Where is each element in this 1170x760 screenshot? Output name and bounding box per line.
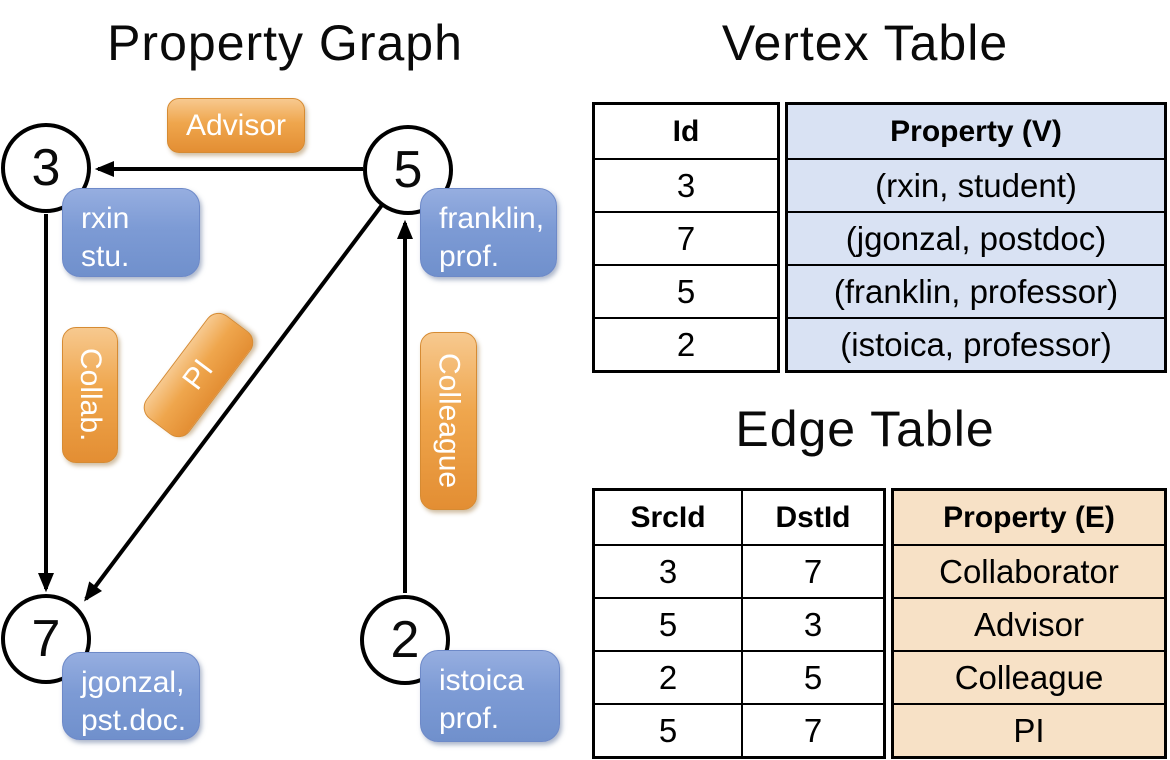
edge-label-colleague: Colleague (420, 332, 477, 510)
edge-table-dstid-header: DstId (741, 491, 883, 544)
node-3-id: 3 (31, 139, 61, 197)
edge-table-src-cell: 2 (658, 658, 678, 696)
node-2-property-box: istoica prof. (420, 650, 560, 742)
graph-edges-svg (38, 161, 413, 602)
node-7-property-line2: pst.doc. (81, 704, 187, 737)
node-2-id: 2 (390, 611, 420, 669)
vertex-table-property-cell: (rxin, student) (788, 158, 1164, 211)
vertex-table-property-cell: (istoica, professor) (788, 317, 1164, 370)
edge-label-advisor: Advisor (167, 98, 305, 153)
edge-table-dst-cell: 7 (741, 546, 883, 597)
node-5-id: 5 (393, 141, 423, 199)
edge-table-src-cell: 5 (658, 605, 678, 643)
node-7-property-box: jgonzal, pst.doc. (62, 652, 200, 740)
vertex-table-property-cell: (franklin, professor) (788, 264, 1164, 317)
edge-table-dst-cell: 7 (741, 705, 883, 756)
vertex-table-title: Vertex Table (721, 15, 1009, 71)
node-3-property-line1: rxin (81, 202, 130, 235)
vertex-table-id-cell: 5 (595, 264, 777, 317)
edge-table-title: Edge Table (735, 401, 995, 457)
edge-table-src-cell: 5 (658, 711, 678, 749)
edge-label-collab: Collab. (62, 327, 118, 463)
node-5-property-box: franklin, prof. (420, 188, 557, 277)
vertex-table-property-header: Property (V) (890, 114, 1062, 148)
node-3-property-box: rxin stu. (62, 188, 200, 277)
node-7-property-line1: jgonzal, (81, 666, 185, 699)
edge-table-property-column: Property (E) Collaborator Advisor Collea… (891, 488, 1167, 759)
vertex-table-id-cell: 7 (595, 211, 777, 264)
edge-table-dst-cell: 3 (741, 599, 883, 650)
edge-table-src-cell: 3 (658, 552, 678, 590)
node-2-property-line2: prof. (439, 702, 500, 735)
vertex-table-id-column: Id 3 7 5 2 (592, 102, 780, 373)
edge-table-property-cell: Advisor (894, 597, 1164, 650)
edge-table-property-cell: Colleague (894, 650, 1164, 703)
vertex-table-id-header: Id (672, 114, 700, 148)
edge-pi-5-to-7 (84, 203, 384, 602)
edge-table-srcid-header: SrcId (630, 500, 706, 534)
edge-table-dst-cell: 5 (741, 652, 883, 703)
graph-node-2: 2 (360, 595, 450, 685)
vertex-table-id-cell: 2 (595, 317, 777, 370)
node-5-property-line1: franklin, (439, 202, 545, 235)
edge-table-property-cell: PI (894, 703, 1164, 756)
node-3-property-line2: stu. (81, 240, 130, 273)
edge-table-property-cell: Collaborator (894, 544, 1164, 597)
node-7-id: 7 (31, 610, 61, 668)
graph-node-5: 5 (363, 125, 453, 215)
vertex-table-property-column: Property (V) (rxin, student) (jgonzal, p… (785, 102, 1167, 373)
edge-table-id-columns: SrcId DstId 3 7 5 3 2 5 5 7 (592, 488, 886, 759)
edge-table-property-header: Property (E) (943, 500, 1115, 534)
node-2-property-line1: istoica (439, 664, 525, 697)
property-graph-title: Property Graph (107, 15, 463, 71)
node-5-property-line2: prof. (439, 240, 500, 273)
vertex-table-id-cell: 3 (595, 158, 777, 211)
vertex-table-property-cell: (jgonzal, postdoc) (788, 211, 1164, 264)
